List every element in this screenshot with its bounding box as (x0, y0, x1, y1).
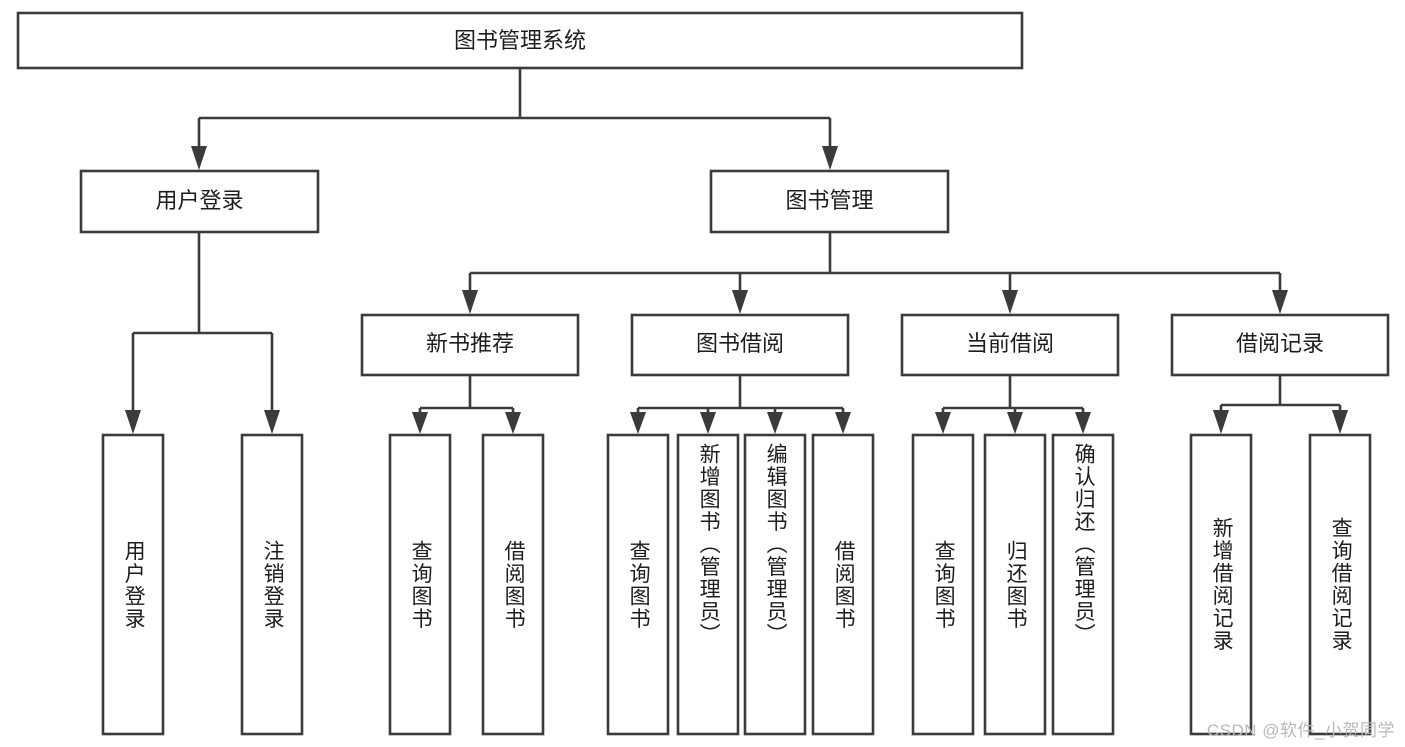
node-new-book-recommend-box[interactable] (360, 313, 580, 377)
node-new-book-recommend[interactable]: 新书推荐 (360, 313, 580, 377)
arrow-head-borrow-record (1272, 290, 1288, 314)
node-leaf-query-book-recommend-box[interactable] (388, 433, 452, 736)
arrow-head-leaf-query-book-current (935, 412, 951, 434)
arrow-head-leaf-return-book (1007, 412, 1023, 434)
node-leaf-return-book-box[interactable] (983, 433, 1047, 736)
arrow-head-book-borrow (732, 290, 748, 314)
node-user-login[interactable]: 用户登录 (79, 169, 320, 234)
node-user-login-box[interactable] (79, 169, 320, 234)
node-borrow-record[interactable]: 借阅记录 (1170, 313, 1390, 377)
connectors-group (125, 68, 1348, 434)
node-leaf-user-login-box[interactable] (101, 433, 165, 736)
arrow-head-leaf-user-login (125, 410, 141, 434)
node-book-borrow-box[interactable] (630, 313, 850, 377)
arrow-head-leaf-borrow-book-recommend (505, 412, 521, 434)
node-current-borrow[interactable]: 当前借阅 (900, 313, 1120, 377)
node-root-box[interactable] (16, 11, 1024, 70)
csdn-watermark: CSDN @软件_小贺同学 (1206, 721, 1395, 740)
node-root-label: 图书管理系统 (454, 28, 586, 53)
node-leaf-logout-box[interactable] (240, 433, 304, 736)
node-current-borrow-label: 当前借阅 (966, 331, 1054, 356)
node-root[interactable]: 图书管理系统 (16, 11, 1024, 70)
arrow-head-leaf-add-book-admin (700, 412, 716, 434)
node-leaf-borrow-book-recommend-box[interactable] (481, 433, 545, 736)
node-book-manage-label: 图书管理 (785, 188, 873, 213)
arrow-head-leaf-add-borrow-record (1213, 410, 1229, 434)
node-new-book-recommend-label: 新书推荐 (426, 331, 514, 356)
node-borrow-record-box[interactable] (1170, 313, 1390, 377)
node-leaf-edit-book-admin-box[interactable] (743, 433, 807, 736)
arrow-head-leaf-confirm-return-admin (1075, 412, 1091, 434)
node-leaf-query-borrow-record-box[interactable] (1308, 433, 1372, 736)
arrow-head-user-login (191, 146, 207, 170)
arrow-head-leaf-query-book-borrow (630, 412, 646, 434)
node-book-manage-box[interactable] (709, 169, 950, 234)
arrow-head-leaf-query-borrow-record (1332, 410, 1348, 434)
node-leaf-confirm-return-admin-box[interactable] (1051, 433, 1115, 736)
node-book-manage[interactable]: 图书管理 (709, 169, 950, 234)
leaf-boxes-group (101, 433, 1372, 736)
arrow-head-leaf-query-book-recommend (412, 412, 428, 434)
node-book-borrow[interactable]: 图书借阅 (630, 313, 850, 377)
node-book-borrow-label: 图书借阅 (696, 331, 784, 356)
arrow-head-new-book-recommend (462, 290, 478, 314)
arrow-head-leaf-edit-book-admin (767, 412, 783, 434)
node-leaf-add-book-admin-box[interactable] (676, 433, 740, 736)
arrow-head-leaf-logout (264, 410, 280, 434)
node-user-login-label: 用户登录 (155, 188, 243, 213)
node-leaf-query-book-borrow-box[interactable] (606, 433, 670, 736)
node-borrow-record-label: 借阅记录 (1236, 331, 1324, 356)
arrow-head-leaf-borrow-book (835, 412, 851, 434)
node-leaf-query-book-current-box[interactable] (911, 433, 975, 736)
node-leaf-add-borrow-record-box[interactable] (1189, 433, 1253, 736)
node-current-borrow-box[interactable] (900, 313, 1120, 377)
arrow-head-book-manage (822, 146, 838, 170)
node-leaf-borrow-book-box[interactable] (811, 433, 875, 736)
arrow-head-current-borrow (1002, 290, 1018, 314)
